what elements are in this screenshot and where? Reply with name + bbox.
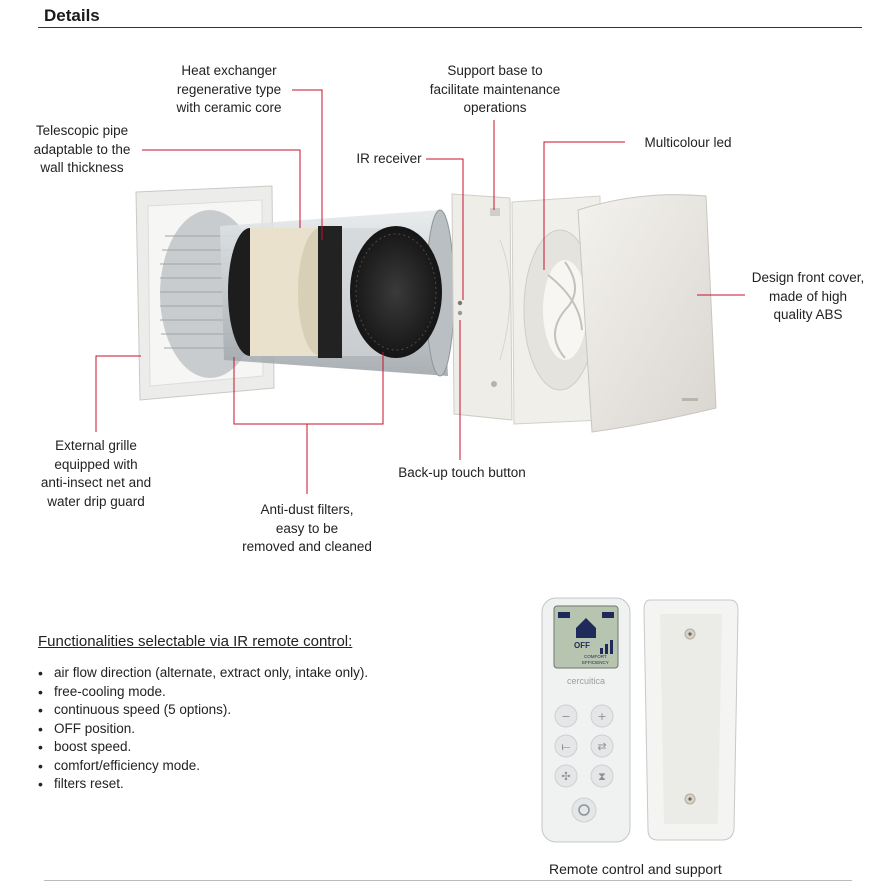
label-telescopic-pipe: Telescopic pipe adaptable to the wall th… <box>33 123 131 175</box>
front-cover <box>577 194 717 433</box>
label-anti-dust-filters: Anti-dust filters, easy to be removed an… <box>242 502 372 554</box>
remote-plus-button: + <box>597 710 606 723</box>
label-front-cover: Design front cover, made of high quality… <box>751 270 865 322</box>
page-title: Details <box>44 6 100 25</box>
list-item: filters reset. <box>38 775 368 794</box>
functionalities-list: air flow direction (alternate, extract o… <box>38 664 368 794</box>
remote-caption: Remote control and support <box>549 861 722 877</box>
label-support-base: Support base to facilitate maintenance o… <box>429 63 561 115</box>
leader-lines <box>95 89 745 494</box>
list-item: comfort/efficiency mode. <box>38 757 368 776</box>
remote-screen-off: OFF <box>574 641 590 650</box>
remote-brand: cercuitica <box>567 676 605 686</box>
fan-housing <box>511 195 603 425</box>
remote-illustration: OFF COMFORT EFFICIENCY cercuitica − + ⟝ … <box>541 597 739 843</box>
remote-timer-button: ⧗ <box>598 770 606 783</box>
label-multicolour-led: Multicolour led <box>644 135 732 150</box>
label-heat-exchanger: Heat exchanger regenerative type with ce… <box>176 63 282 115</box>
remote-screen-efficiency: EFFICIENCY <box>582 660 609 665</box>
heat-exchanger-core <box>228 226 442 358</box>
list-item: continuous speed (5 options). <box>38 701 368 720</box>
list-item: air flow direction (alternate, extract o… <box>38 664 368 683</box>
list-item: boost speed. <box>38 738 368 757</box>
functionalities-title: Functionalities selectable via IR remote… <box>38 633 353 650</box>
remote-direction-button: ⇄ <box>597 740 606 753</box>
header-divider <box>38 27 862 28</box>
label-backup-button: Back-up touch button <box>398 465 526 480</box>
remote-filter-button: ✣ <box>561 770 570 783</box>
support-base <box>451 193 513 421</box>
remote-screen-comfort: COMFORT <box>584 654 607 659</box>
list-item: free-cooling mode. <box>38 683 368 702</box>
remote-minus-button: − <box>561 710 570 723</box>
label-external-grille: External grille equipped with anti-insec… <box>40 438 152 509</box>
remote-boost-button: ⟝ <box>561 740 570 753</box>
list-item: OFF position. <box>38 720 368 739</box>
label-ir-receiver: IR receiver <box>356 151 422 166</box>
